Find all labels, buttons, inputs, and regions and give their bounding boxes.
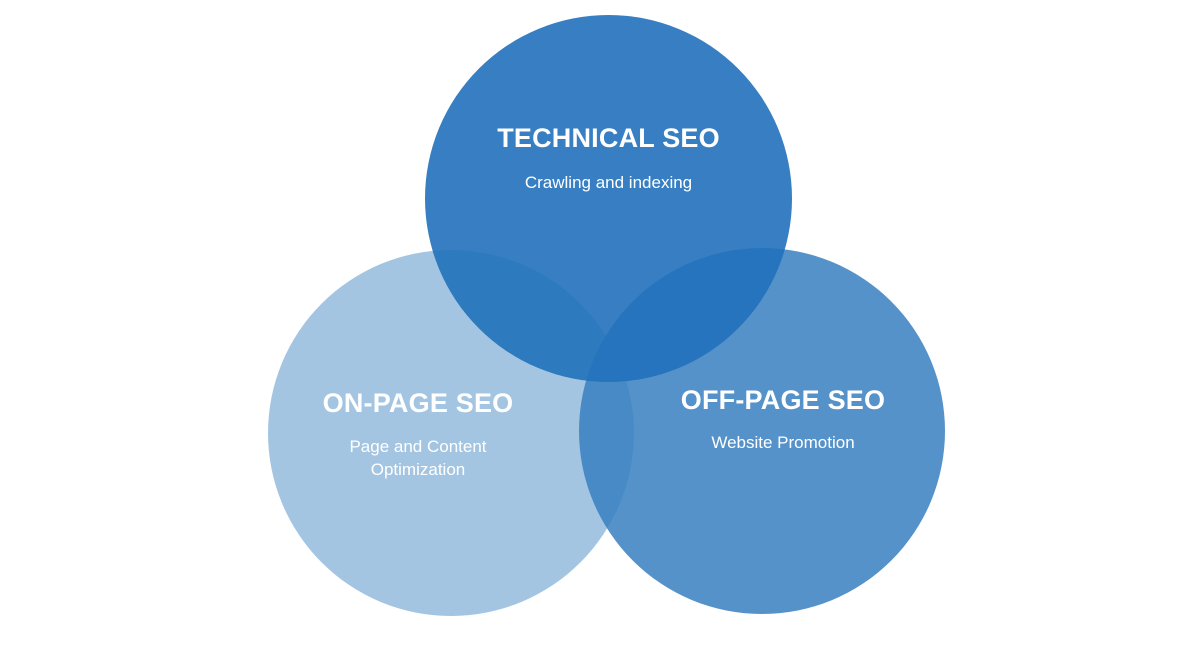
technical-seo-title: TECHNICAL SEO	[497, 123, 720, 153]
on-page-seo-description-line-1: Page and Content	[349, 437, 487, 456]
technical-seo-circle	[425, 15, 792, 382]
on-page-seo-description: Page and Content Optimization	[268, 435, 568, 481]
technical-seo-description: Crawling and indexing	[524, 173, 693, 192]
on-page-seo-title: ON-PAGE SEO	[322, 388, 514, 418]
on-page-seo-description-line-2: Optimization	[370, 460, 466, 479]
off-page-seo-description: Website Promotion	[711, 433, 855, 452]
off-page-seo-title: OFF-PAGE SEO	[680, 385, 886, 415]
